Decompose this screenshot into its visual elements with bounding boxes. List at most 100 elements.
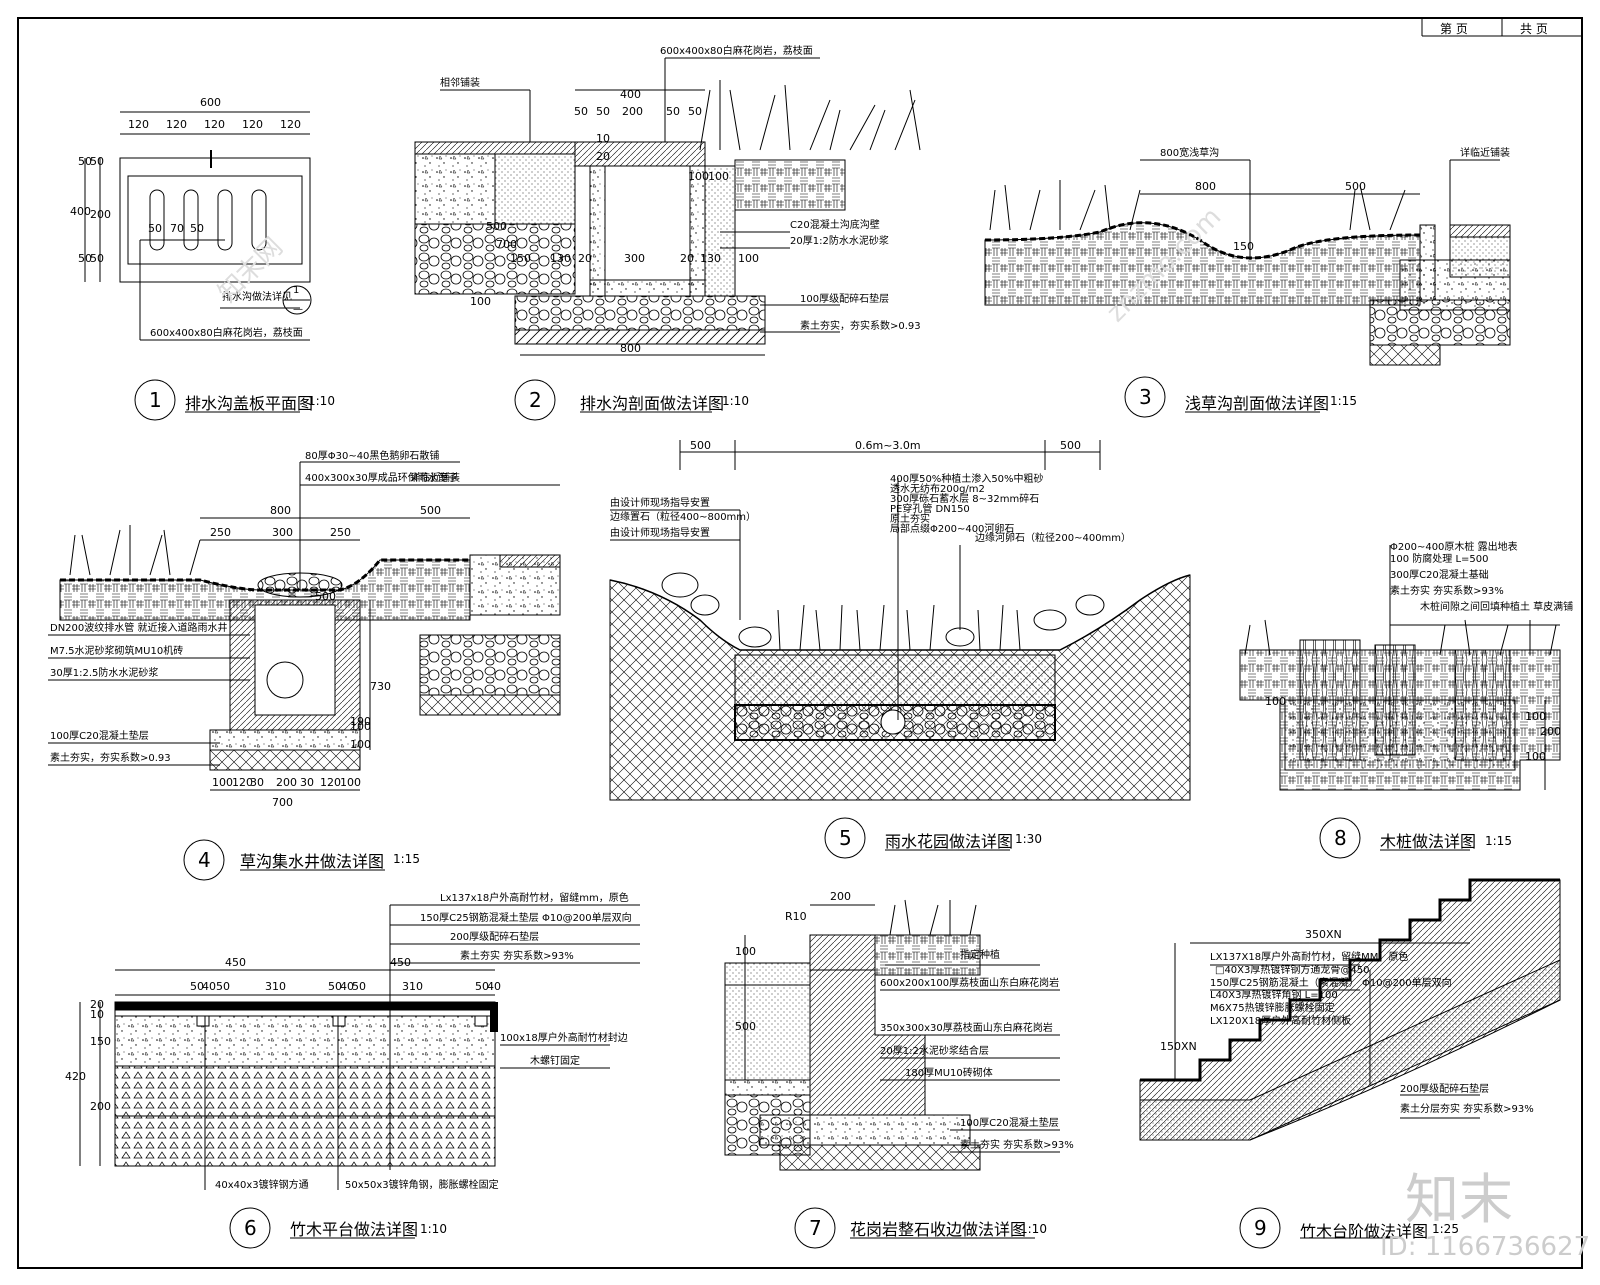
dimension-label: 100 — [738, 252, 759, 265]
annotation-note: 100厚C20混凝土垫层 — [960, 1116, 1059, 1129]
detail-9-number: 9 — [1254, 1216, 1267, 1240]
dimension-label: R10 — [785, 910, 807, 923]
annotation-note: 木桩间隙之间回填种植土 草皮满铺 — [1420, 600, 1573, 613]
annotation-note: 600x200x100厚荔枝面山东白麻花岗岩 — [880, 976, 1059, 989]
dimension-label: 310 — [265, 980, 286, 993]
annotation-note: 排水沟做法详见 — [222, 290, 292, 303]
detail-9-title: 竹木台阶做法详图 — [1300, 1222, 1429, 1241]
dimension-label: 100 — [350, 738, 371, 751]
dimension-label: 500 — [486, 220, 507, 233]
annotation-note: M6X75热镀锌膨胀螺栓固定 — [1210, 1001, 1335, 1014]
detail-7-title: 花岗岩整石收边做法详图 — [850, 1220, 1027, 1239]
dimension-label: 130 — [700, 252, 721, 265]
dimension-label: 500 — [315, 590, 336, 603]
annotation-note: 20厚1:2水泥砂浆结合层 — [880, 1044, 989, 1057]
annotation-note: L40X3厚热镀锌角钢 L=100 — [1210, 988, 1338, 1001]
annotation-note: 200厚级配碎石垫层 — [1400, 1082, 1489, 1095]
dimension-label: 700 — [496, 238, 517, 251]
dimension-label: 100 — [735, 945, 756, 958]
total-pages-label: 共 页 — [1520, 22, 1548, 36]
annotation-note: Φ200~400原木桩 露出地表 — [1390, 540, 1518, 553]
dimension-label: 300 — [624, 252, 645, 265]
dimension-label: 100 — [350, 720, 371, 733]
dimension-label: 50 — [78, 155, 92, 168]
dimension-label: 120 — [320, 776, 341, 789]
annotation-note: 400x300x30厚成品环保雨水篦子 — [305, 471, 458, 484]
dimension-label: 50 — [475, 980, 489, 993]
dimension-label: 200 — [276, 776, 297, 789]
dimension-label: 50 — [78, 252, 92, 265]
annotation-note: M7.5水泥砂浆砌筑MU10机砖 — [50, 644, 183, 657]
annotation-note: 指定种植 — [960, 948, 1000, 961]
dimension-label: 130 — [550, 252, 571, 265]
dimension-label: 100 — [1525, 710, 1546, 723]
dimension-label: 500 — [420, 504, 441, 517]
detail-9-scale: 1:25 — [1432, 1222, 1459, 1236]
dimension-label: 100 — [1525, 750, 1546, 763]
dimension-label: 120 — [128, 118, 149, 131]
annotation-note: 由设计师现场指导安置 — [610, 496, 710, 509]
detail-2-number: 2 — [529, 388, 542, 412]
detail-1-number: 1 — [149, 388, 162, 412]
dimension-label: 200 — [622, 105, 643, 118]
dimension-label: 120 — [242, 118, 263, 131]
annotation-note: 80厚Φ30~40黑色鹅卵石散铺 — [305, 449, 439, 462]
dimension-label: 800 — [270, 504, 291, 517]
dimension-label: 40 — [202, 980, 216, 993]
annotation-note: 素土夯实，夯实系数>0.93 — [800, 319, 921, 332]
detail-6-number: 6 — [244, 1216, 257, 1240]
dimension-label: 700 — [272, 796, 293, 809]
dimension-label: 200 — [90, 1100, 111, 1113]
watermark-id: ID: 1166736627 — [1380, 1232, 1591, 1262]
annotation-note: 50x50x3镀锌角钢，膨胀螺栓固定 — [345, 1178, 499, 1191]
dimension-label: 10 — [596, 132, 610, 145]
detail-4-number: 4 — [198, 848, 211, 872]
detail-reference: 1 — [293, 285, 299, 296]
annotation-note: 局部点缀Φ200~400河卵石 — [890, 522, 1014, 535]
annotation-note: 180厚MU10砖砌体 — [905, 1066, 993, 1079]
dimension-label: 100 — [688, 170, 709, 183]
annotation-note: 20厚1:2防水水泥砂浆 — [790, 234, 889, 247]
dimension-label: 100 — [212, 776, 233, 789]
detail-4-scale: 1:15 — [393, 852, 420, 866]
detail-1-scale: 1:10 — [308, 394, 335, 408]
dimension-label: 50 — [90, 252, 104, 265]
dimension-label: 10 — [90, 1008, 104, 1021]
dimension-label: 100 — [708, 170, 729, 183]
annotation-note: 素土夯实 夯实系数>93% — [1390, 584, 1504, 597]
annotation-note: 100x18厚户外高耐竹材封边 — [500, 1031, 628, 1044]
dimension-label: 200 — [90, 208, 111, 221]
annotation-note: 350x300x30厚荔枝面山东白麻花岗岩 — [880, 1021, 1053, 1034]
annotation-note: 600x400x80白麻花岗岩，荔枝面 — [660, 44, 813, 57]
detail-reference: — — [293, 304, 303, 315]
annotation-note: 原土夯实 — [890, 512, 930, 525]
dimension-label: 800 — [1195, 180, 1216, 193]
detail-4-title: 草沟集水井做法详图 — [240, 852, 385, 871]
annotation-note: 30厚1:2.5防水水泥砂浆 — [50, 666, 158, 679]
dimension-label: 500 — [735, 1020, 756, 1033]
detail-5-scale: 1:30 — [1015, 832, 1042, 846]
annotation-note: 透水无纺布200g/m2 — [890, 482, 985, 495]
annotation-note: □40X3厚热镀锌钢方通龙骨@450 — [1215, 963, 1369, 976]
detail-3-number: 3 — [1139, 385, 1152, 409]
dimension-label: 50 — [666, 105, 680, 118]
dimension-label: 300 — [272, 526, 293, 539]
annotation-note: 400厚50%种植土渗入50%中粗砂 — [890, 472, 1044, 485]
dimension-label: 500 — [690, 439, 711, 452]
detail-7-number: 7 — [809, 1216, 822, 1240]
dimension-label: 400 — [70, 205, 91, 218]
detail-3-scale: 1:15 — [1330, 394, 1357, 408]
annotation-note: 300厚砾石蓄水层 8~32mm碎石 — [890, 492, 1039, 505]
annotation-note: 40x40x3镀锌钢方通 — [215, 1178, 309, 1191]
annotation-note: 100厚C20混凝土垫层 — [50, 729, 149, 742]
detail-8-title: 木桩做法详图 — [1380, 832, 1477, 851]
dimension-label: 50 — [190, 222, 204, 235]
annotation-note: C20混凝土沟底沟壁 — [790, 218, 880, 231]
dimension-label: 20 — [90, 998, 104, 1011]
detail-5-number: 5 — [839, 826, 852, 850]
dimension-label: 20 — [596, 150, 610, 163]
dimension-label: 500 — [1345, 180, 1366, 193]
dimension-label: 100 — [470, 295, 491, 308]
dimension-label: 100 — [340, 776, 361, 789]
annotation-note: 相邻铺装 — [440, 76, 480, 89]
